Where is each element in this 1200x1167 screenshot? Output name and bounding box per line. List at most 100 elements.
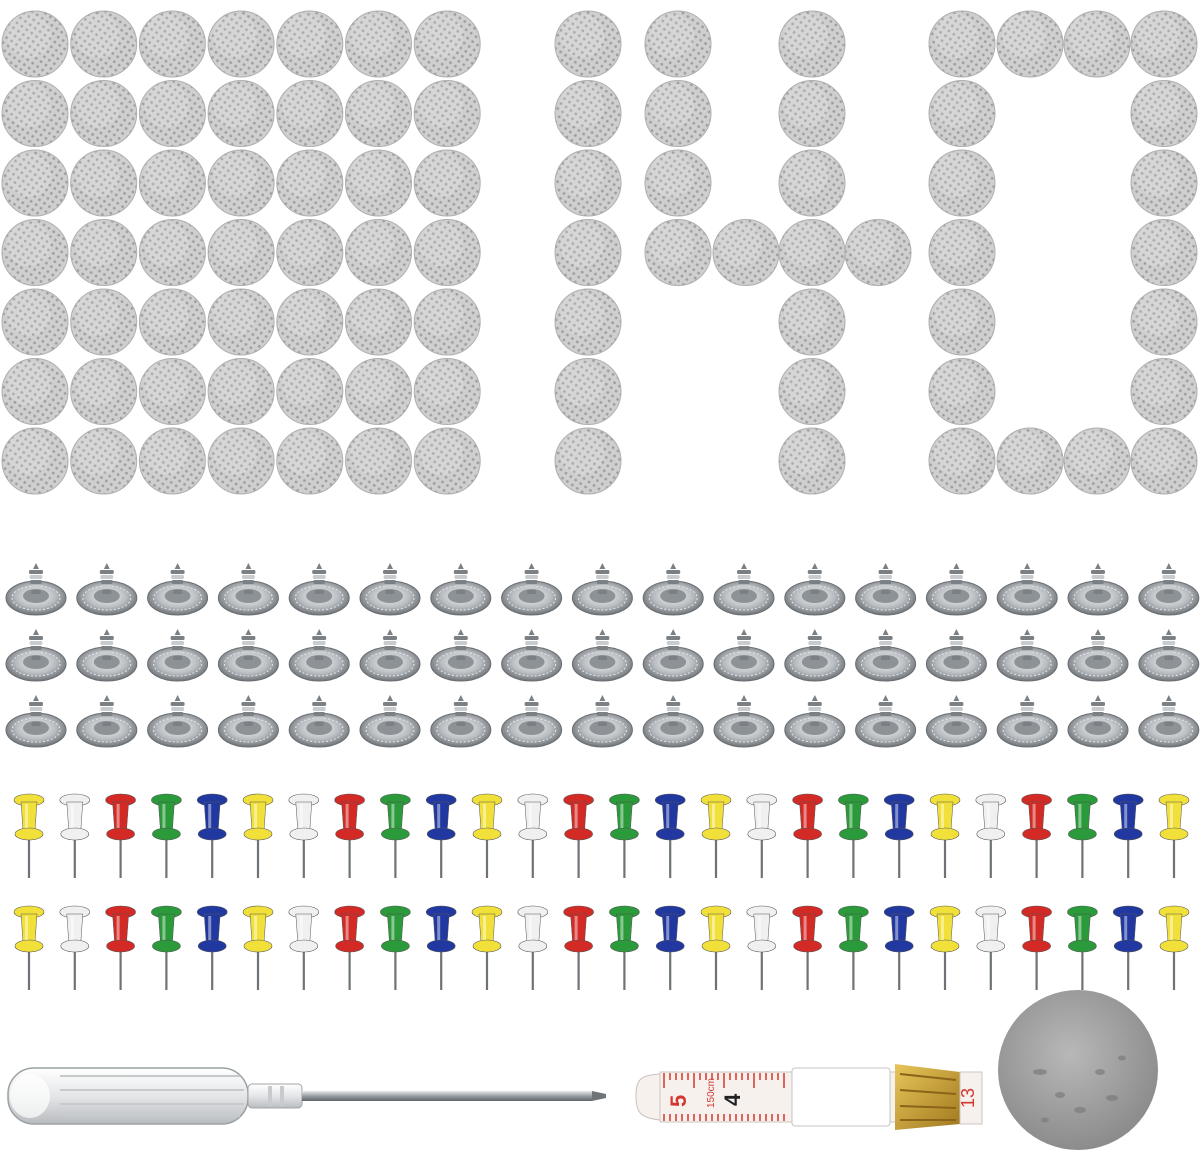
push-pin-blue (883, 793, 915, 878)
push-pin-white (517, 793, 549, 878)
push-pin-red (1021, 905, 1052, 990)
push-pins-grid (13, 793, 1190, 990)
mesh-cap (207, 219, 275, 286)
push-pin-yellow (471, 905, 503, 990)
mesh-cap (345, 80, 412, 147)
mesh-cap (345, 358, 412, 425)
push-pin-green (380, 793, 411, 878)
push-pin-yellow (929, 905, 961, 990)
screw (501, 695, 563, 748)
screw (76, 563, 138, 616)
push-pin-blue (196, 793, 228, 878)
push-pin-blue (1112, 905, 1144, 990)
mesh-cap (276, 80, 344, 147)
mesh-caps-grid (1, 10, 481, 495)
mesh-cap (1130, 358, 1198, 425)
mesh-cap (778, 288, 846, 356)
mesh-cap (413, 288, 481, 356)
push-pin-white (59, 793, 91, 878)
push-pin-green (838, 793, 869, 878)
screw (217, 629, 279, 682)
screw (430, 563, 492, 616)
mesh-cap (276, 358, 344, 425)
screw (430, 695, 492, 748)
screw (147, 629, 209, 682)
screw (288, 563, 350, 616)
mesh-cap (554, 288, 622, 356)
mesh-cap (1130, 149, 1198, 217)
push-pin-green (838, 905, 869, 990)
mesh-cap (554, 358, 622, 425)
screw (430, 629, 492, 682)
screw (925, 563, 987, 616)
screw (147, 563, 209, 616)
mesh-cap (138, 219, 206, 286)
mesh-cap (844, 219, 912, 286)
screw (501, 629, 563, 682)
mesh-cap (644, 149, 712, 217)
mesh-cap (345, 288, 412, 356)
mesh-cap (1130, 80, 1198, 147)
mesh-cap (928, 427, 996, 495)
screw (571, 695, 633, 748)
mesh-caps-digit-4 (554, 10, 912, 495)
screw (1067, 563, 1129, 616)
push-pin-green (1067, 793, 1098, 878)
mesh-cap (413, 10, 481, 78)
screw (5, 629, 67, 682)
push-pin-green (380, 905, 411, 990)
screw (359, 563, 421, 616)
tape-number-4: 4 (720, 1093, 745, 1106)
push-pin-white (975, 793, 1007, 878)
screwdriver (7, 1067, 606, 1125)
push-pin-blue (196, 905, 228, 990)
screw (147, 695, 209, 748)
push-pin-green (151, 905, 182, 990)
mesh-cap (207, 288, 275, 356)
screw (1067, 629, 1129, 682)
screw (76, 695, 138, 748)
mesh-cap (138, 80, 206, 147)
screw (784, 695, 846, 748)
mesh-cap (345, 149, 412, 217)
screw (359, 629, 421, 682)
push-pin-white (746, 793, 778, 878)
mesh-cap (1130, 10, 1198, 78)
push-pin-yellow (700, 905, 732, 990)
tape-number-5: 5 (666, 1095, 691, 1107)
screw (855, 695, 917, 748)
push-pin-white (288, 793, 320, 878)
mesh-cap (138, 10, 206, 78)
push-pin-blue (883, 905, 915, 990)
screw (1067, 695, 1129, 748)
mesh-cap (1063, 427, 1131, 495)
screw (642, 629, 704, 682)
mesh-cap (712, 219, 780, 286)
screw (5, 695, 67, 748)
screw (996, 695, 1058, 748)
mesh-cap (554, 80, 622, 147)
mesh-cap (778, 358, 846, 425)
mesh-cap (413, 149, 481, 217)
mesh-cap (413, 427, 481, 495)
mesh-cap (554, 10, 622, 78)
push-pin-red (792, 905, 823, 990)
mesh-cap (207, 80, 275, 147)
push-pin-yellow (1158, 793, 1190, 878)
push-pin-yellow (13, 793, 45, 878)
mesh-cap (70, 288, 138, 356)
push-pin-red (1021, 793, 1052, 878)
mesh-cap (413, 219, 481, 286)
screw (642, 563, 704, 616)
mesh-cap (207, 358, 275, 425)
mesh-cap (778, 10, 846, 78)
screw (855, 563, 917, 616)
mesh-cap (276, 427, 344, 495)
push-pin-red (563, 793, 594, 878)
mesh-cap (413, 80, 481, 147)
mesh-cap (276, 219, 344, 286)
mesh-cap (778, 427, 846, 495)
mesh-cap (276, 288, 344, 356)
mesh-cap (70, 219, 138, 286)
push-pin-green (151, 793, 182, 878)
